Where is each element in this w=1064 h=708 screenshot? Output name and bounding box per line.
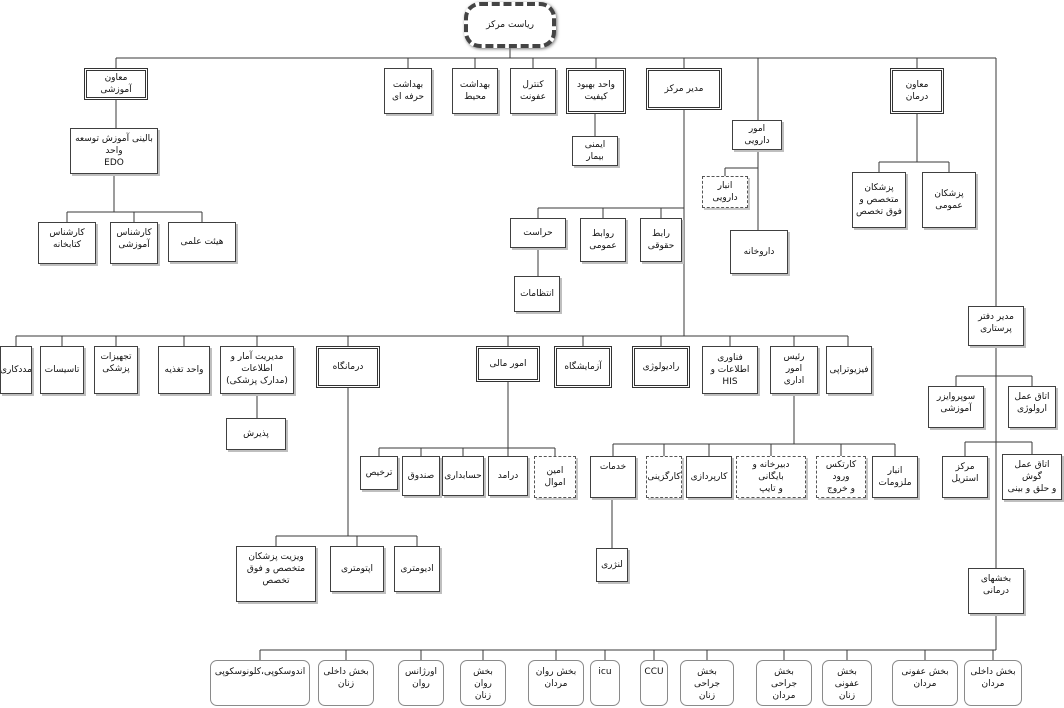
node-darmangah: درمانگاه [316,346,380,388]
node-fanavari: فناوری اطلاعات و HIS [702,346,758,394]
node-ward-ofooni-mardan: بخش عفونی مردان [892,660,958,706]
node-karpardazi: کارپردازی [686,456,732,498]
node-ward-dakheli-mardan: بخش داخلی مردان [964,660,1022,706]
node-karshenas-ketabkhaneh: کارشناس کتابخانه [38,222,96,264]
node-daramad: درامد [488,456,528,496]
node-control-ofoonat: کنترل عفونت [510,68,556,114]
node-riasat-markaz: ریاست مرکز [464,2,556,48]
node-otagh-goosh: اتاق عمل گوش و حلق و بینی [1002,454,1062,500]
node-tarkhis: ترخیص [360,456,398,490]
node-hesabdari: حسابداری [442,456,484,496]
node-modiriat-amar: مدیریت آمار و اطلاعات (مدارک پزشکی) [220,346,294,394]
node-ward-ravan-mardan: بخش روان مردان [528,660,584,706]
node-modir-markaz: مدیر مرکز [646,68,722,110]
node-ward-orjans-ravan: اورژانس روان [398,660,444,706]
node-karshenas-amoozeshi: کارشناس آموزشی [110,222,158,264]
node-audiometry: ادیومتری [394,546,440,592]
node-ward-dakheli-zanan: بخش داخلی زنان [318,660,374,706]
node-madadkari: مددکاری [0,346,32,394]
node-vahed-taghzieh: واحد تغذیه [158,346,210,394]
node-ward-ravan-zanan: بخش روان زنان [460,660,506,706]
node-anbar-daroyi: انبار دارویی [702,176,748,208]
node-heyat-elmi: هیئت علمی [168,222,236,262]
node-maven-amoozeshi: معاون آموزشی [84,68,148,100]
node-raees-edari: رئیس امور اداری [770,346,818,394]
node-tajhizat-pezeshki: تجهیزات پزشکی [94,346,138,394]
node-dabirkhaneh: دبیرخانه و بایگانی و تایپ [736,456,806,498]
node-maven-darman: معاون درمان [890,68,944,114]
node-omoor-daroyi: امور دارویی [732,120,782,150]
node-ward-ofooni-zanan: بخش عفونی زنان [822,660,872,706]
node-pezeshkan-omoomi: پزشکان عمومی [922,172,976,228]
node-anbar-lavazem: انبار ملزومات [872,456,918,498]
node-bakhsh-haye-darmani: بخشهای درمانی [968,568,1024,614]
node-tasisat: تاسیسات [40,346,84,394]
node-ravabet-omoomi: روابط عمومی [580,218,626,262]
node-kargozini: کارگزینی [646,456,682,498]
node-sandoogh: صندوق [402,456,440,496]
node-behdasht-mohit: بهداشت محیط [452,68,498,114]
node-rabet-hoghooghi: رابط حقوقی [640,218,682,262]
node-behdasht-herfei: بهداشت حرفه ای [384,68,432,114]
node-ward-jarahi-zanan: بخش جراحی زنان [680,660,734,706]
node-ward-icu: icu [590,660,620,706]
node-visit-pezeshkan: ویزیت پزشکان متخصص و فوق تخصص [236,546,316,602]
node-darookhaneh: داروخانه [730,230,788,274]
node-herasat: حراست [510,218,566,248]
node-modir-daftar-parastari: مدیر دفتر پرستاری [968,306,1024,346]
node-ward-jarahi-mardan: بخش جراحی مردان [756,660,812,706]
node-azmayeshgah: آزمایشگاه [554,346,612,388]
node-amin-amval: امین اموال [534,456,576,498]
node-karteks: کارتکس ورود و خروج [816,456,866,498]
node-edo: بالینی آموزش توسعه واحد EDO [70,128,158,174]
node-laundry: لنژری [596,548,628,582]
node-paziresh: پذیرش [226,418,286,450]
node-physiotherapy: فیزیوتراپی [826,346,872,394]
node-radiology: رادیولوژی [632,346,690,388]
node-ward-ccu: CCU [640,660,668,706]
node-khadamat: خدمات [590,456,636,498]
node-supervisor: سوپروایزر آموزشی [928,386,984,428]
node-vahed-behbood: واحد بهبود کیفیت [566,68,626,114]
node-optometry: اپتومتری [330,546,384,592]
node-omoor-mali: امور مالی [476,346,540,382]
node-entezamat: انتظامات [514,276,560,312]
node-otagh-urology: اتاق عمل ارولوژی [1008,386,1056,428]
node-imeni-bimar: ایمنی بیمار [572,136,618,166]
node-ward-endoscopy: اندوسکوپی،کلونوسکوپی [210,660,310,706]
node-pezeshkan-motekhases: پزشکان متخصص و فوق تخصص [852,172,906,228]
node-markaz-esteril: مرکز استریل [942,456,988,498]
